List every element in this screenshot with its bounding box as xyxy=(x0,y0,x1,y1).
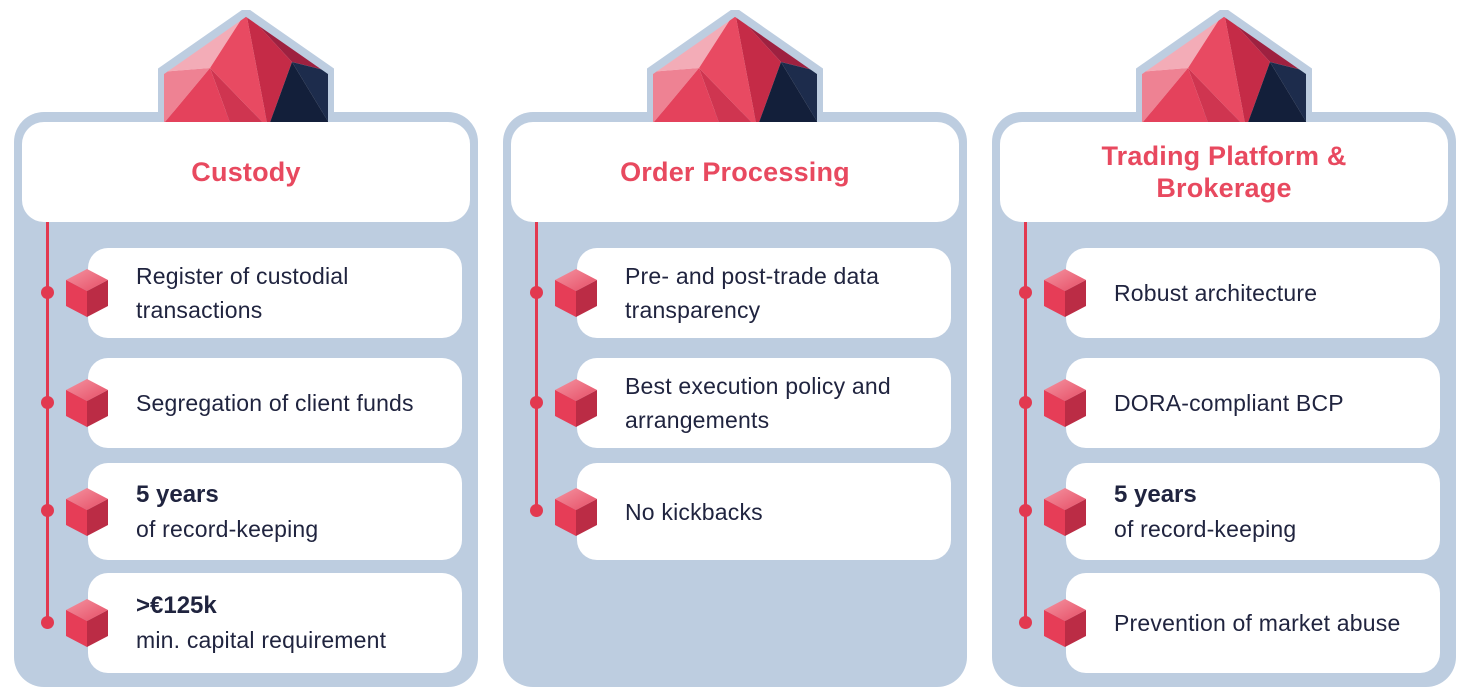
item-label: Robust architecture xyxy=(1114,280,1318,306)
list-item: Robust architecture xyxy=(1044,248,1440,338)
timeline-dot xyxy=(41,616,54,629)
list-item: Segregation of client funds xyxy=(66,358,462,448)
timeline-dot xyxy=(1019,616,1032,629)
card-title: Custody xyxy=(191,157,301,187)
list-item: DORA-compliant BCP xyxy=(1044,358,1440,448)
card-title-box: Trading Platform & Brokerage xyxy=(1000,122,1448,222)
list-item: Pre- and post-trade data transparency xyxy=(555,248,951,338)
cube-icon xyxy=(1044,487,1086,536)
faceted-pentagon-badge xyxy=(647,10,823,130)
item-label: of record-keeping xyxy=(136,515,319,542)
card-custody: Custody Register of custodial transactio… xyxy=(14,112,478,687)
item-highlight: >€125k xyxy=(136,592,217,619)
timeline-line xyxy=(535,222,538,512)
item-label: Segregation of client funds xyxy=(136,390,414,416)
cube-icon xyxy=(66,269,108,317)
timeline-dot xyxy=(530,396,543,409)
timeline-dot xyxy=(41,396,54,409)
list-item: Prevention of market abuse xyxy=(1044,573,1440,673)
timeline-dot xyxy=(41,504,54,517)
item-label: Best execution policy and arrangements xyxy=(625,373,891,433)
cube-icon xyxy=(555,379,597,427)
cube-icon xyxy=(66,379,108,427)
item-label: DORA-compliant BCP xyxy=(1114,390,1344,416)
timeline-dot xyxy=(1019,286,1032,299)
item-label: Prevention of market abuse xyxy=(1114,610,1401,636)
faceted-pentagon-badge xyxy=(158,10,334,130)
faceted-pentagon-badge xyxy=(1136,10,1312,130)
item-label: min. capital requirement xyxy=(136,627,387,653)
item-label: of record-keeping xyxy=(1114,515,1297,542)
timeline-dot xyxy=(530,286,543,299)
cube-icon xyxy=(1044,599,1086,647)
card-title-box: Custody xyxy=(22,122,470,222)
card-order-processing: Order Processing Pre- and post-trade dat… xyxy=(503,112,967,687)
timeline-dot xyxy=(530,504,543,517)
cube-icon xyxy=(66,599,108,647)
card-title: Order Processing xyxy=(620,157,850,187)
cube-icon xyxy=(555,269,597,317)
item-label: No kickbacks xyxy=(625,498,763,525)
list-item: 5 years of record-keeping xyxy=(1044,463,1440,560)
item-highlight: 5 years xyxy=(1114,480,1197,508)
cube-icon xyxy=(1044,269,1086,317)
timeline-line xyxy=(1024,222,1027,624)
timeline-line xyxy=(46,222,49,624)
card-title-box: Order Processing xyxy=(511,122,959,222)
list-item: Best execution policy and arrangements xyxy=(555,358,951,448)
timeline-dot xyxy=(41,286,54,299)
cube-icon xyxy=(555,487,597,536)
item-label: Register of custodial transactions xyxy=(136,263,349,323)
item-highlight: 5 years xyxy=(136,480,219,508)
list-item: Register of custodial transactions xyxy=(66,248,462,338)
list-item: No kickbacks xyxy=(555,463,951,560)
timeline-dot xyxy=(1019,396,1032,409)
list-item: 5 years of record-keeping xyxy=(66,463,462,560)
timeline-dot xyxy=(1019,504,1032,517)
card-title: Trading Platform & Brokerage xyxy=(1101,141,1347,203)
cube-icon xyxy=(66,487,108,536)
item-label: Pre- and post-trade data transparency xyxy=(625,263,880,323)
list-item: >€125k min. capital requirement xyxy=(66,573,462,673)
card-trading-platform-brokerage: Trading Platform & Brokerage Robust arch… xyxy=(992,112,1456,687)
cube-icon xyxy=(1044,379,1086,427)
